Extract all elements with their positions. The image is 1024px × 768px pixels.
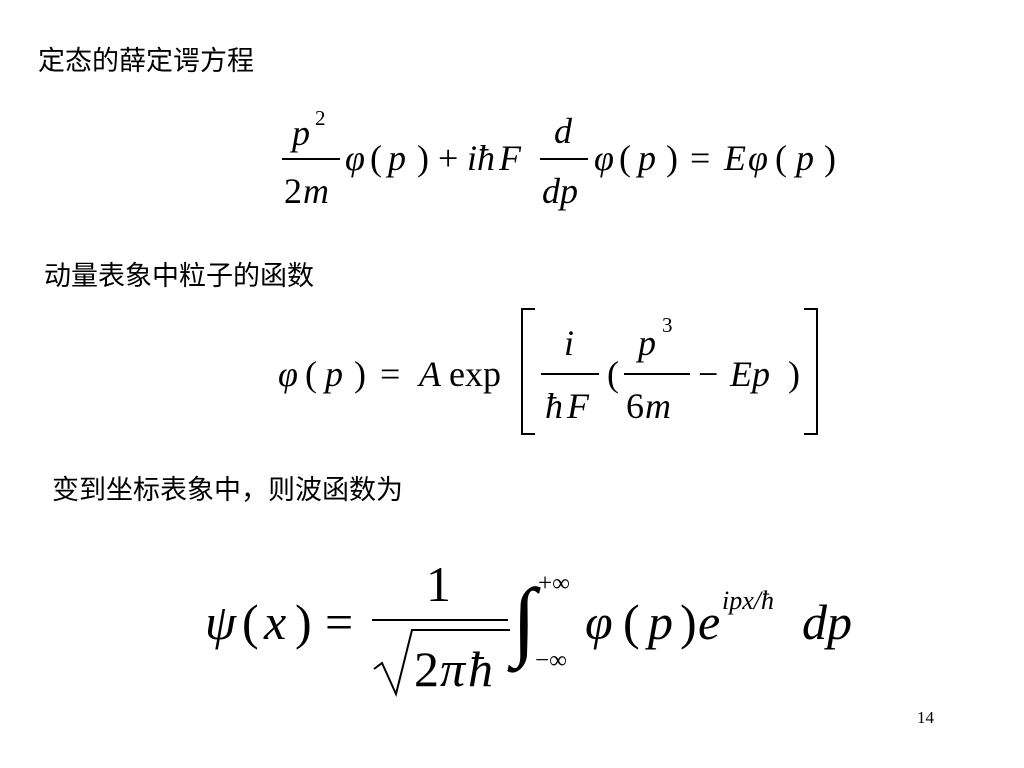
eq2-minus: − — [698, 354, 719, 394]
eq3-exponent: ipx/ħ — [722, 586, 774, 615]
page-number: 14 — [917, 708, 934, 727]
eq1-frac1-num: p — [292, 113, 310, 153]
eq3-p: p — [648, 594, 673, 650]
eq3-close: ) — [295, 594, 312, 650]
eq1-plus: + — [438, 138, 459, 178]
eq3-lower-limit: −∞ — [535, 647, 567, 674]
eq1-E: E — [724, 138, 746, 178]
eq2-frac2-sup: 3 — [662, 313, 673, 337]
eq1-frac2-den: dp — [542, 171, 578, 211]
eq1-frac1-den-var: m — [303, 171, 329, 211]
eq1-paren-b: ( — [619, 138, 631, 178]
eq2-Ep: Ep — [730, 354, 770, 394]
eq2-frac1-den-hbar: ħ — [545, 386, 563, 426]
eq2-frac2-num: p — [638, 323, 656, 363]
eq3-integral: ∫ — [512, 572, 537, 669]
eq2-close: ) — [354, 354, 366, 394]
eq1-p-a: p — [388, 138, 406, 178]
eq3-dp: dp — [802, 594, 852, 650]
eq2-frac1-den-F: F — [567, 386, 589, 426]
eq3-psi: ψ — [205, 594, 237, 650]
heading-schrodinger: 定态的薛定谔方程 — [38, 46, 254, 77]
eq1-hbar: ħ — [477, 138, 495, 178]
eq3-e: e — [698, 594, 721, 650]
eq3-sqrt-hbar: ħ — [468, 641, 493, 697]
eq2-left-bracket-top — [521, 308, 535, 310]
eq1-phi-b: φ — [594, 138, 614, 178]
eq2-left-bracket-stem — [521, 308, 523, 435]
eq1-equals: = — [690, 138, 711, 178]
eq3-open: ( — [242, 594, 259, 650]
eq1-p-b: p — [638, 138, 656, 178]
eq1-frac1-den-num: 2 — [284, 171, 302, 211]
eq2-close-paren: ) — [788, 354, 800, 394]
eq1-frac1-bar — [282, 158, 340, 160]
eq3-p-open: ( — [623, 594, 640, 650]
eq3-frac-bar — [372, 619, 508, 621]
eq1-close-a: ) — [417, 138, 429, 178]
eq1-i: i — [467, 138, 478, 178]
eq2-A: A — [419, 354, 441, 394]
eq1-close-c: ) — [824, 138, 836, 178]
eq2-p: p — [325, 354, 343, 394]
eq2-open-paren: ( — [607, 354, 619, 394]
eq3-sqrt-pi: π — [440, 641, 466, 697]
eq2-right-bracket-top — [804, 308, 818, 310]
heading-coordinate-representation: 变到坐标表象中，则波函数为 — [52, 475, 403, 506]
equation-momentum-wavefunction: φ ( p ) = A exp i ħ F ( p 3 6 m − Ep ) — [278, 308, 818, 435]
eq1-close-b: ) — [666, 138, 678, 178]
eq2-equals: = — [380, 354, 401, 394]
eq3-p-close: ) — [680, 594, 697, 650]
eq1-paren-c: ( — [775, 138, 787, 178]
eq2-phi: φ — [278, 354, 298, 394]
eq2-left-bracket-bottom — [521, 433, 535, 435]
eq1-paren-a: ( — [370, 138, 382, 178]
eq2-frac2-bar — [624, 373, 690, 375]
eq2-exp: exp — [449, 354, 501, 394]
equation-schrodinger: p 2 2 m φ ( p ) + i ħ F d dp φ ( p ) = E… — [0, 0, 1024, 230]
eq2-frac1-bar — [541, 373, 599, 375]
eq3-sqrt-sign — [373, 629, 510, 697]
heading-momentum-representation: 动量表象中粒子的函数 — [44, 261, 314, 292]
eq1-phi-c: φ — [748, 138, 768, 178]
equation-coordinate-wavefunction: ψ ( x ) = 1 2 π ħ ∫ +∞ −∞ φ ( p ) e ipx/… — [205, 556, 852, 697]
eq2-open: ( — [305, 354, 317, 394]
eq3-equals: = — [325, 594, 354, 650]
eq2-right-bracket-bottom — [804, 433, 818, 435]
eq2-frac2-den-num: 6 — [626, 386, 644, 426]
eq1-phi-a: φ — [345, 138, 365, 178]
eq3-x: x — [264, 594, 287, 650]
eq2-frac2-den-var: m — [645, 386, 671, 426]
eq1-frac1-sup: 2 — [315, 106, 326, 130]
eq1-frac2-num: d — [554, 111, 572, 151]
eq1-frac2-bar — [540, 158, 588, 160]
eq3-upper-limit: +∞ — [538, 570, 570, 597]
eq1-F: F — [499, 138, 521, 178]
eq1-p-c: p — [796, 138, 814, 178]
eq3-sqrt-2: 2 — [414, 641, 439, 697]
eq3-frac-num: 1 — [426, 556, 451, 612]
eq2-frac1-num: i — [564, 323, 575, 363]
eq3-phi: φ — [585, 594, 613, 650]
eq2-right-bracket-stem — [816, 308, 818, 435]
